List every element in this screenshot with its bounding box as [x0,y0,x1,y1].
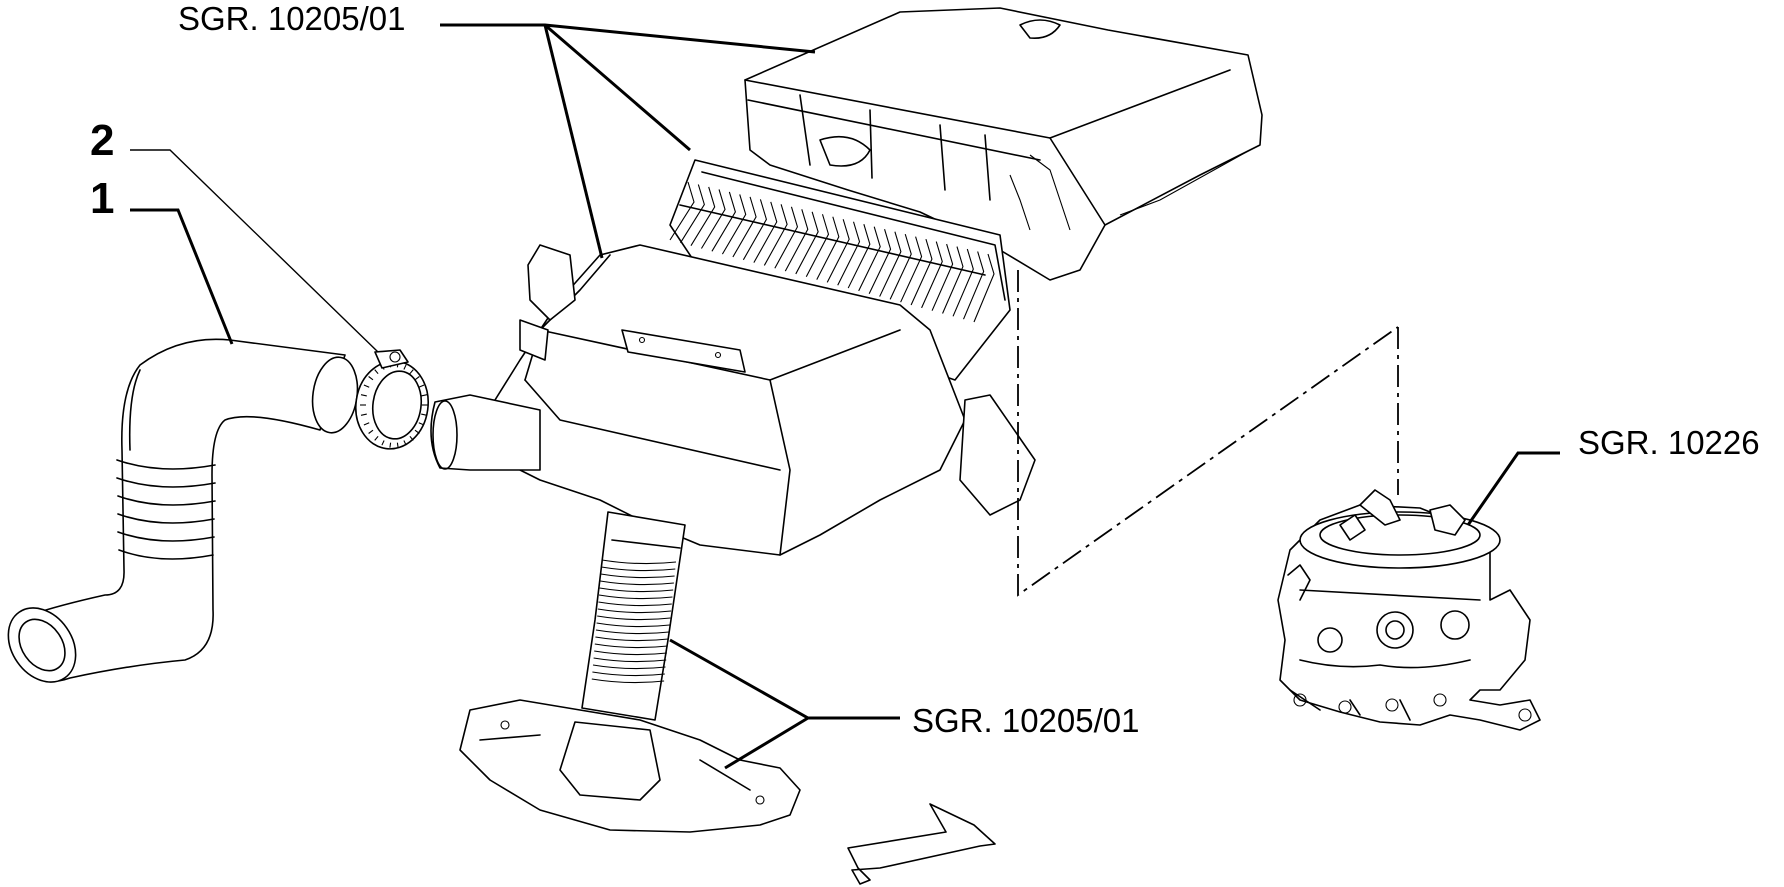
intake-hose[interactable] [0,338,362,695]
callout-bottom-ref: SGR. 10205/01 [912,702,1140,739]
air-filter-lid[interactable] [744,7,1263,281]
intake-duct[interactable] [581,511,686,721]
hose-clamp[interactable] [350,349,434,454]
support-plate[interactable] [459,699,801,833]
carburettor[interactable] [1277,489,1541,731]
direction-arrow-icon [847,803,996,885]
assembly-lines [1017,270,1399,597]
air-filter-housing[interactable] [430,244,1036,556]
callout-carb-ref: SGR. 10226 [1578,424,1760,461]
callout-top-ref: SGR. 10205/01 [178,0,406,37]
leader-lines [130,23,1560,770]
part-number-1: 1 [90,174,114,223]
part-number-2: 2 [90,116,114,165]
